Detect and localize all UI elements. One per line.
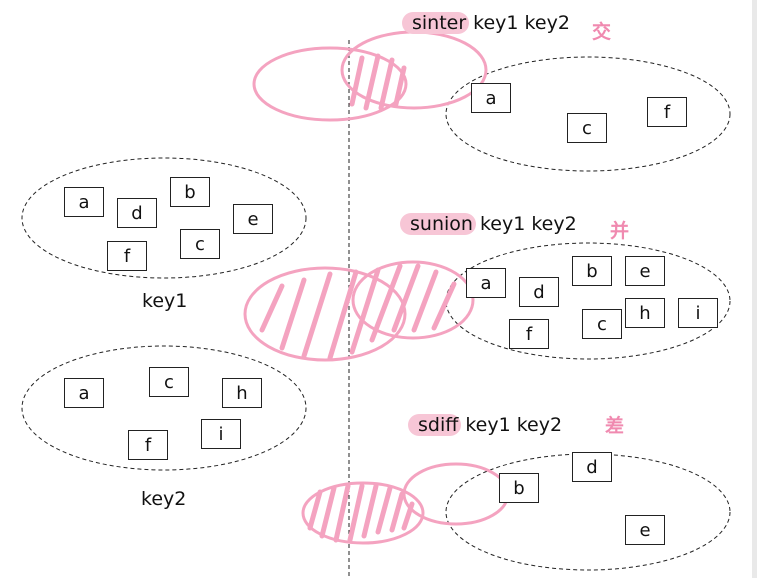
sinter-command-args: key1 key2 bbox=[473, 12, 570, 34]
key2-item-f: f bbox=[128, 430, 168, 460]
sunion-result-ellipse bbox=[445, 242, 731, 360]
sunion-item-h: h bbox=[625, 298, 665, 328]
sunion-symbol: 并 bbox=[610, 220, 630, 242]
key1-item-f: f bbox=[107, 241, 147, 271]
key1-label: key1 bbox=[142, 290, 188, 312]
sdiff-item-e: e bbox=[625, 515, 665, 545]
sunion-command-name: sunion bbox=[400, 213, 476, 235]
sdiff-command-name: sdiff bbox=[408, 414, 462, 436]
sunion-item-i: i bbox=[678, 298, 718, 328]
key1-item-b: b bbox=[170, 177, 210, 207]
scrollbar[interactable] bbox=[752, 0, 757, 578]
key1-item-a: a bbox=[64, 187, 104, 217]
sunion-item-c: c bbox=[582, 309, 622, 339]
sunion-item-f: f bbox=[509, 319, 549, 349]
sinter-item-c: c bbox=[567, 113, 607, 143]
key1-item-e: e bbox=[233, 204, 273, 234]
key1-item-c: c bbox=[180, 229, 220, 259]
sinter-result-ellipse bbox=[445, 56, 731, 172]
key2-item-c: c bbox=[149, 367, 189, 397]
sunion-venn-sketch bbox=[243, 260, 475, 362]
sinter-symbol: 交 bbox=[592, 21, 612, 43]
sunion-item-a: a bbox=[466, 268, 506, 298]
sunion-item-b: b bbox=[572, 256, 612, 286]
sdiff-symbol: 差 bbox=[605, 415, 625, 437]
sdiff-item-b: b bbox=[499, 473, 539, 503]
sdiff-item-d: d bbox=[572, 452, 612, 482]
sinter-command-name: sinter bbox=[402, 12, 470, 34]
sdiff-venn-sketch bbox=[301, 462, 510, 545]
key1-set-ellipse bbox=[21, 157, 307, 279]
sinter-venn-sketch bbox=[252, 30, 488, 122]
sunion-item-d: d bbox=[519, 277, 559, 307]
sinter-item-f: f bbox=[647, 97, 687, 127]
sunion-command-args: key1 key2 bbox=[479, 213, 577, 235]
sdiff-command-args: key1 key2 bbox=[465, 414, 563, 436]
key2-item-i: i bbox=[201, 419, 241, 449]
sinter-item-a: a bbox=[471, 83, 511, 113]
key2-item-h: h bbox=[222, 378, 262, 408]
key2-item-a: a bbox=[64, 378, 104, 408]
key2-label: key2 bbox=[141, 488, 187, 510]
key1-item-d: d bbox=[117, 198, 157, 228]
sunion-item-e: e bbox=[625, 256, 665, 286]
key2-set-ellipse bbox=[21, 345, 307, 471]
